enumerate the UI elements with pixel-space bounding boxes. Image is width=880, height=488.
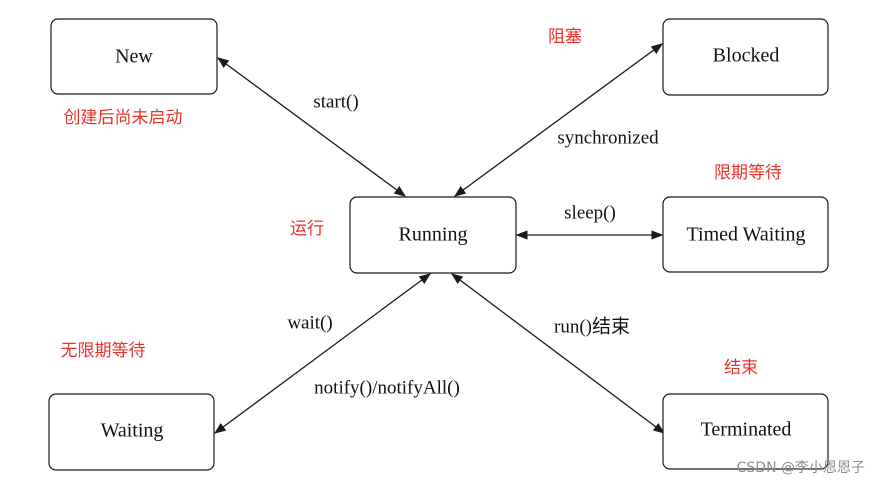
state-running-label: Running [399, 224, 468, 246]
state-waiting: Waiting [48, 393, 215, 471]
note-waiting: 无限期等待 [61, 341, 146, 361]
edge-waiting-running [214, 273, 431, 434]
label-notify: notify()/notifyAll() [314, 377, 460, 398]
label-run-end: run()结束 [554, 315, 630, 337]
state-blocked-label: Blocked [713, 45, 780, 67]
label-sleep: sleep() [564, 202, 616, 223]
state-notes: 创建后尚未启动 阻塞 限期等待 运行 无限期等待 结束 [61, 27, 783, 378]
state-timed-waiting-label: Timed Waiting [687, 224, 806, 246]
state-timed-waiting: Timed Waiting [662, 196, 829, 273]
watermark: CSDN @李小恩恩子 [737, 460, 865, 476]
note-terminated: 结束 [724, 358, 758, 378]
state-terminated: Terminated [662, 393, 829, 470]
state-new: New [50, 18, 218, 95]
note-timed-waiting: 限期等待 [714, 163, 782, 183]
edge-running-blocked [454, 43, 663, 197]
state-terminated-label: Terminated [701, 419, 792, 441]
label-wait: wait() [287, 312, 332, 333]
transition-labels: start() synchronized sleep() wait() noti… [287, 91, 659, 398]
label-synchronized: synchronized [557, 127, 659, 148]
edge-running-terminated [451, 273, 665, 434]
edge-new-running [217, 57, 406, 197]
state-waiting-label: Waiting [101, 420, 164, 442]
note-running: 运行 [290, 219, 324, 239]
state-running: Running [349, 196, 517, 274]
state-new-label: New [115, 46, 153, 68]
note-new: 创建后尚未启动 [64, 108, 183, 128]
state-blocked: Blocked [662, 18, 829, 96]
edges [214, 43, 665, 434]
note-blocked: 阻塞 [548, 27, 582, 47]
label-start: start() [313, 91, 358, 112]
